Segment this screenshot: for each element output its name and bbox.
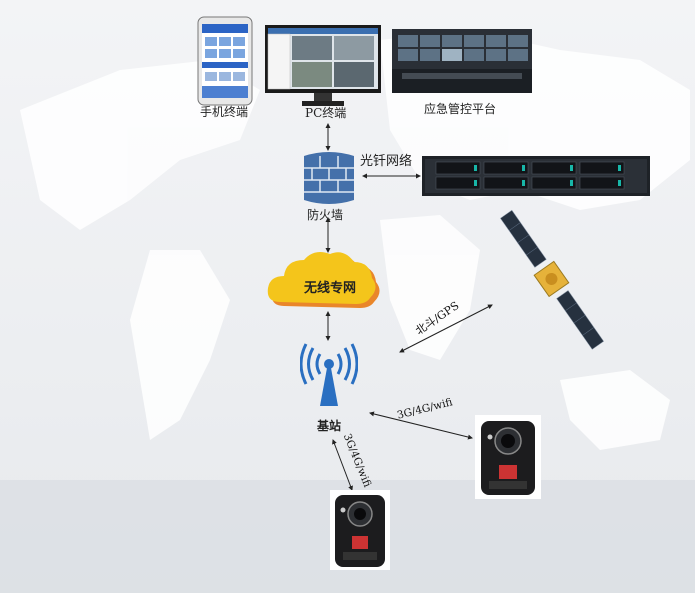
fiber-label: 光钎网络 — [360, 154, 413, 169]
phone-icon — [197, 16, 253, 106]
cloud-icon — [267, 252, 380, 308]
body-camera-icon — [330, 490, 390, 570]
antenna-icon — [300, 343, 358, 406]
arrow-satellite — [399, 304, 493, 353]
control-room-icon — [392, 29, 532, 93]
satellite-icon — [500, 209, 605, 350]
wireless-label: 无线专网 — [304, 281, 357, 296]
arrow-camera-down — [332, 439, 353, 491]
monitor-icon — [265, 25, 381, 106]
pc-label: PC终端 — [305, 106, 347, 120]
server-icon — [422, 156, 650, 196]
base-station-label: 基站 — [317, 419, 342, 433]
arrow-camera-right — [369, 411, 473, 440]
body-camera-icon — [475, 415, 541, 499]
mobile-label: 手机终端 — [200, 105, 249, 119]
firewall-label: 防火墙 — [307, 208, 344, 222]
firewall-icon — [304, 152, 354, 204]
emergency-label: 应急管控平台 — [424, 102, 497, 116]
